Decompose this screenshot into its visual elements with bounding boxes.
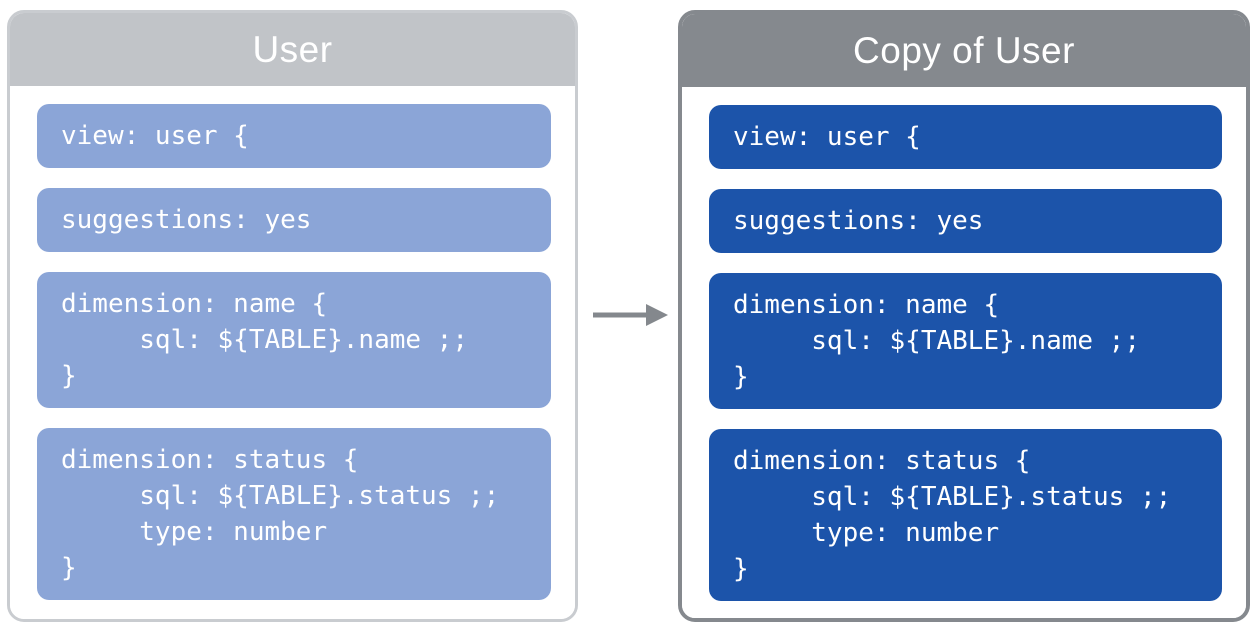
panel-copy-of-user-body: view: user { suggestions: yes dimension:… [682,87,1246,618]
panel-user-header: User [10,13,575,86]
code-block-dimension-name-copy: dimension: name { sql: ${TABLE}.name ;; … [709,273,1222,409]
panel-copy-of-user-header: Copy of User [682,14,1246,87]
panel-user-body: view: user { suggestions: yes dimension:… [10,86,575,619]
code-block-view: view: user { [37,104,551,168]
code-block-dimension-name: dimension: name { sql: ${TABLE}.name ;; … [37,272,551,408]
code-block-suggestions: suggestions: yes [37,188,551,252]
right-arrow-icon [590,299,672,331]
panel-copy-of-user-title: Copy of User [853,29,1075,71]
code-block-dimension-status-copy: dimension: status { sql: ${TABLE}.status… [709,429,1222,601]
panel-user-title: User [252,28,333,70]
panel-copy-of-user: Copy of User view: user { suggestions: y… [678,10,1250,622]
panel-user: User view: user { suggestions: yes dimen… [7,10,578,622]
code-block-dimension-status: dimension: status { sql: ${TABLE}.status… [37,428,551,600]
code-block-suggestions-copy: suggestions: yes [709,189,1222,253]
code-block-view-copy: view: user { [709,105,1222,169]
